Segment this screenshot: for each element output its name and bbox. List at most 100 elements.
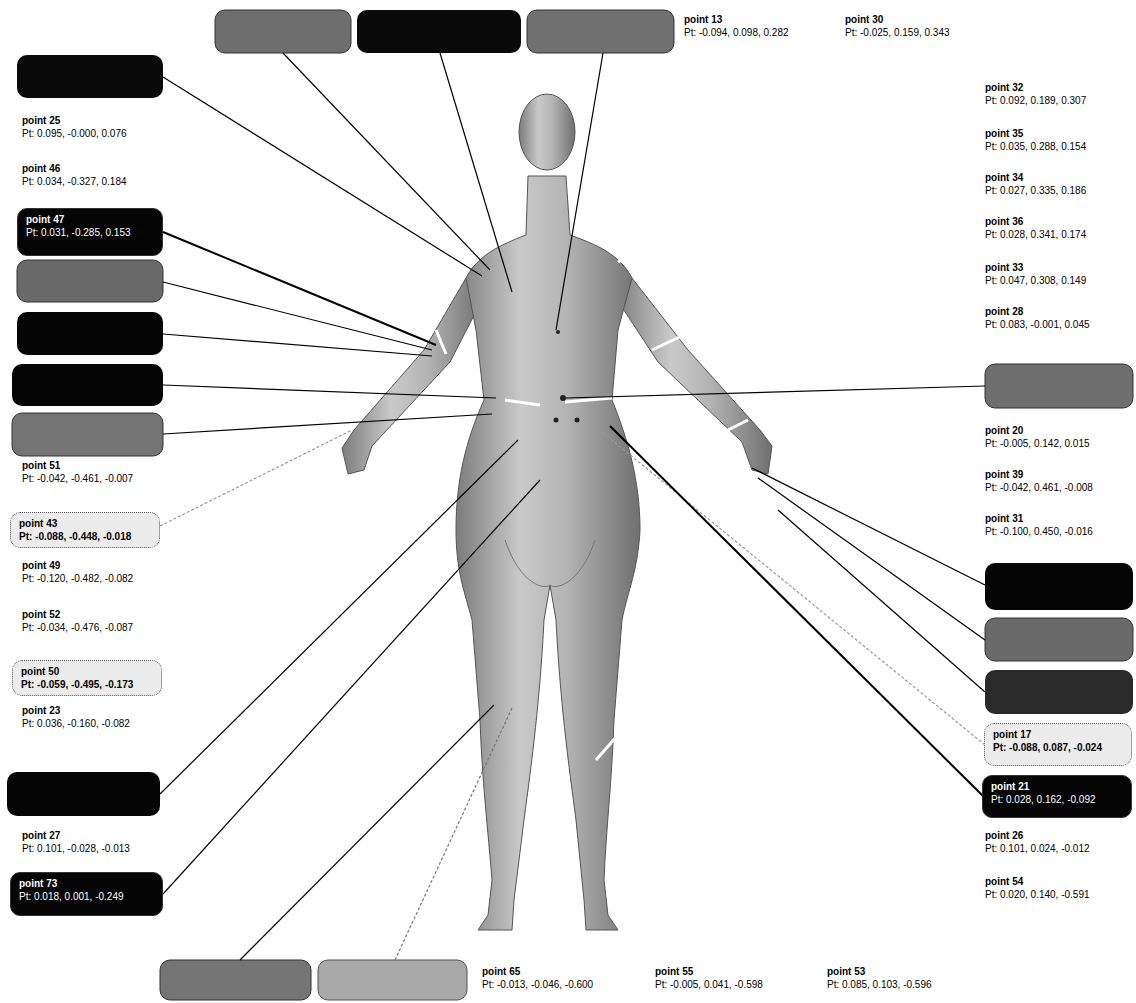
point-coordinates: Pt: 0.095, -0.000, 0.076	[22, 128, 127, 140]
point-coordinates: Pt: 0.083, -0.001, 0.045	[985, 319, 1090, 331]
point-name: point 43	[19, 517, 151, 530]
leader-line	[240, 705, 494, 960]
point-callout-box: point 17Pt: -0.088, 0.087, -0.024	[984, 723, 1132, 766]
marker-dot	[556, 330, 560, 334]
point-coordinates: Pt: -0.042, -0.461, -0.007	[22, 473, 133, 485]
marker-dot	[575, 418, 580, 423]
point-name: point 28	[985, 306, 1023, 318]
point-name: point 32	[985, 82, 1023, 94]
point-name: point 39	[985, 469, 1023, 481]
blank-label-box	[985, 670, 1133, 714]
marker-dots	[554, 330, 580, 423]
buttocks-contour	[505, 540, 595, 587]
point-name: point 26	[985, 830, 1023, 842]
point-callout-box: point 50Pt: -0.059, -0.495, -0.173	[12, 660, 162, 696]
leader-line	[163, 282, 432, 350]
leader-line	[163, 334, 432, 356]
point-coordinates: Pt: -0.042, 0.461, -0.008	[985, 482, 1093, 494]
marker-band	[652, 332, 690, 350]
marker-band	[505, 400, 540, 405]
blank-label-box	[12, 364, 163, 406]
point-name: point 51	[22, 460, 60, 472]
leader-line	[566, 386, 985, 398]
point-coordinates: Pt: 0.092, 0.189, 0.307	[985, 95, 1086, 107]
leader-line	[283, 53, 490, 270]
point-coordinates: Pt: 0.035, 0.288, 0.154	[985, 141, 1086, 153]
point-coordinates: Pt: 0.036, -0.160, -0.082	[22, 718, 130, 730]
marker-dot	[554, 418, 559, 423]
leader-line	[758, 478, 985, 640]
point-name: point 17	[993, 728, 1123, 741]
point-name: point 52	[22, 609, 60, 621]
point-name: point 50	[21, 665, 153, 678]
point-callout-box: point 43Pt: -0.088, -0.448, -0.018	[10, 512, 160, 548]
blank-label-box	[17, 260, 163, 302]
left-arm	[342, 278, 484, 474]
point-name: point 36	[985, 216, 1023, 228]
leader-line	[163, 77, 482, 276]
blank-label-box	[527, 10, 674, 53]
right-arm	[616, 278, 772, 474]
leader-line	[752, 468, 985, 585]
point-coordinates: Pt: 0.028, 0.162, -0.092	[991, 793, 1123, 806]
point-name: point 21	[991, 780, 1123, 793]
point-coordinates: Pt: 0.085, 0.103, -0.596	[827, 979, 932, 991]
leader-line	[395, 708, 512, 960]
point-coordinates: Pt: -0.088, -0.448, -0.018	[19, 530, 151, 543]
point-coordinates: Pt: -0.094, 0.098, 0.282	[684, 27, 789, 39]
point-coordinates: Pt: 0.034, -0.327, 0.184	[22, 176, 127, 188]
point-name: point 53	[827, 966, 865, 978]
point-coordinates: Pt: 0.028, 0.341, 0.174	[985, 229, 1086, 241]
point-callout-box: point 73Pt: 0.018, 0.001, -0.249	[10, 872, 163, 916]
point-coordinates: Pt: -0.100, 0.450, -0.016	[985, 526, 1093, 538]
blank-label-box	[215, 10, 351, 53]
point-coordinates: Pt: 0.018, 0.001, -0.249	[19, 890, 154, 903]
torso-and-legs	[456, 176, 640, 930]
point-name: point 30	[845, 14, 883, 26]
point-name: point 33	[985, 262, 1023, 274]
point-coordinates: Pt: -0.120, -0.482, -0.082	[22, 573, 133, 585]
point-name: point 31	[985, 513, 1023, 525]
marker-band	[728, 420, 748, 430]
marker-bands	[436, 240, 748, 760]
leader-line	[163, 385, 496, 398]
blank-label-box	[7, 772, 160, 816]
point-coordinates: Pt: 0.027, 0.335, 0.186	[985, 185, 1086, 197]
marker-dot	[560, 395, 566, 401]
marker-band	[565, 398, 612, 402]
blank-label-box	[17, 55, 163, 98]
point-name: point 55	[655, 966, 693, 978]
leader-line	[610, 426, 983, 796]
point-name: point 35	[985, 128, 1023, 140]
point-coordinates: Pt: 0.047, 0.308, 0.149	[985, 275, 1086, 287]
point-name: point 20	[985, 425, 1023, 437]
point-name: point 13	[684, 14, 722, 26]
point-name: point 73	[19, 877, 154, 890]
point-name: point 54	[985, 876, 1023, 888]
leader-line	[163, 232, 436, 345]
marker-band	[618, 240, 660, 262]
point-callout-box: point 47Pt: 0.031, -0.285, 0.153	[17, 208, 163, 256]
point-coordinates: Pt: -0.034, -0.476, -0.087	[22, 622, 133, 634]
point-callout-box: point 21Pt: 0.028, 0.162, -0.092	[982, 775, 1132, 818]
point-coordinates: Pt: -0.005, 0.041, -0.598	[655, 979, 763, 991]
leader-line	[163, 414, 492, 434]
point-name: point 23	[22, 705, 60, 717]
human-figure	[342, 94, 772, 930]
point-coordinates: Pt: 0.101, -0.028, -0.013	[22, 843, 130, 855]
point-name: point 25	[22, 115, 60, 127]
point-name: point 65	[482, 966, 520, 978]
point-coordinates: Pt: 0.020, 0.140, -0.591	[985, 889, 1090, 901]
point-coordinates: Pt: -0.088, 0.087, -0.024	[993, 741, 1123, 754]
blank-label-box	[160, 960, 311, 1000]
blank-label-box	[985, 618, 1133, 661]
point-coordinates: Pt: -0.005, 0.142, 0.015	[985, 438, 1090, 450]
point-coordinates: Pt: -0.059, -0.495, -0.173	[21, 678, 153, 691]
leader-lines	[160, 53, 985, 960]
blank-label-box	[12, 413, 163, 456]
leader-line	[163, 480, 540, 894]
marker-band	[436, 330, 446, 354]
point-name: point 47	[26, 213, 154, 226]
